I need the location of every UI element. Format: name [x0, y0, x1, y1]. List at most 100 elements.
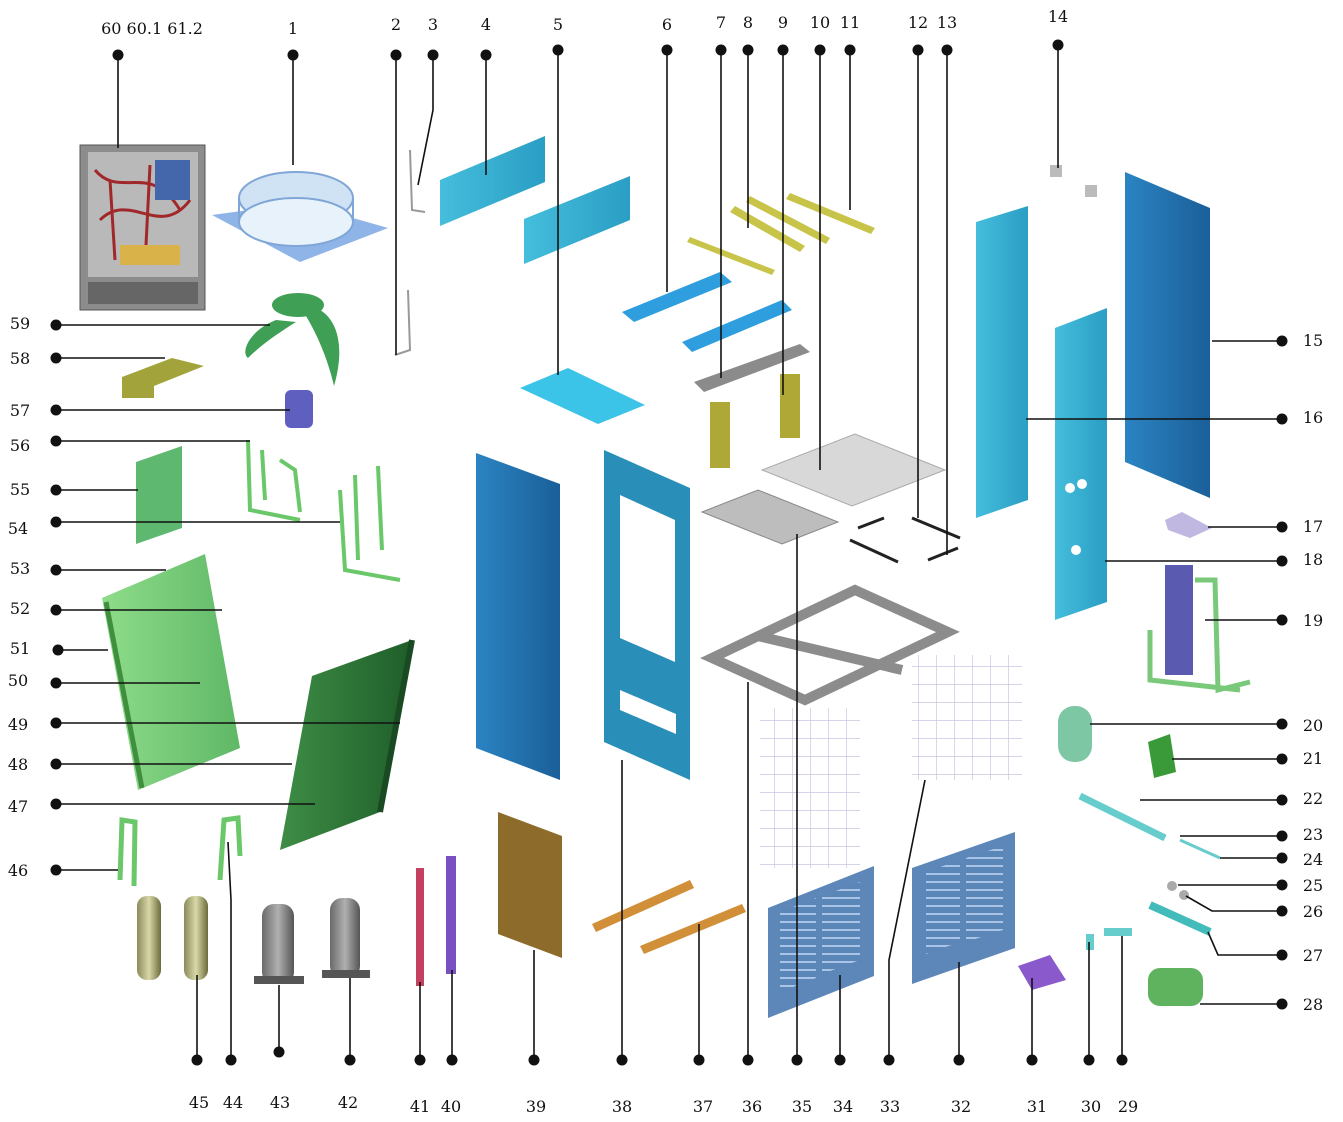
callout-number: 60 60.1 61.2: [101, 19, 203, 38]
callout-41: 41: [410, 982, 430, 1116]
plate-part-35: [700, 489, 840, 545]
leader-dot: [941, 44, 953, 56]
rail-parts-6: [622, 272, 792, 352]
callout-48: 48: [8, 755, 292, 774]
callout-55: 55: [10, 480, 138, 499]
callout-37: 37: [693, 924, 713, 1116]
leader-dot: [912, 44, 924, 56]
leader-dot: [273, 1046, 285, 1058]
leader-dot: [50, 435, 62, 447]
callout-1: 1: [287, 19, 299, 165]
leader-dot: [1276, 753, 1288, 765]
callout-number: 5: [553, 15, 563, 34]
leader-dot: [1276, 794, 1288, 806]
callout-10: 10: [810, 13, 830, 470]
leader-dot: [883, 1054, 895, 1066]
leader-dot: [552, 44, 564, 56]
callout-number: 35: [792, 1097, 812, 1116]
callout-52: 52: [10, 599, 222, 618]
leader-dot: [1276, 852, 1288, 864]
leader-line: [227, 841, 232, 1060]
callout-15: 15: [1212, 331, 1323, 350]
callout-number: 34: [833, 1097, 853, 1116]
fan-shroud-part: [212, 171, 388, 262]
motor-part-57: [285, 390, 313, 428]
callout-31: 31: [1026, 978, 1047, 1116]
grille-panel-part-34: [768, 866, 874, 1018]
leader-dot: [1116, 1054, 1128, 1066]
coil-part-light: [102, 554, 240, 790]
callout-40: 40: [441, 970, 461, 1116]
callout-number: 30: [1081, 1097, 1101, 1116]
callout-number: 17: [1303, 517, 1323, 536]
grille-panel-part-32: [912, 832, 1015, 984]
leader-dot: [1276, 718, 1288, 730]
leader-dot: [1276, 335, 1288, 347]
leader-dot: [791, 1054, 803, 1066]
board-part-39: [498, 812, 562, 958]
pipe-part-27: [1148, 901, 1212, 936]
callout-number: 52: [10, 599, 30, 618]
callout-26: 26: [1185, 895, 1323, 921]
front-panel-part-38: [604, 450, 690, 780]
callout-number: 22: [1303, 789, 1323, 808]
callout-number: 39: [526, 1097, 546, 1116]
callout-36: 36: [742, 682, 762, 1116]
callout-60: 60 60.1 61.2: [101, 19, 203, 148]
callout-number: 50: [8, 671, 28, 690]
callout-number: 38: [612, 1097, 632, 1116]
bracket-part-21: [1148, 734, 1176, 778]
leader-dot: [225, 1054, 237, 1066]
callout-21: 21: [1172, 749, 1323, 768]
leader-line: [888, 779, 926, 1060]
callout-number: 46: [8, 861, 28, 880]
callout-number: 53: [10, 559, 30, 578]
leader-dot: [50, 717, 62, 729]
callout-number: 7: [716, 13, 726, 32]
callout-number: 15: [1303, 331, 1323, 350]
leader-line: [1185, 895, 1282, 912]
bracket-part-17: [1165, 512, 1212, 538]
base-frame-part-36: [700, 584, 960, 706]
leader-dot: [344, 1054, 356, 1066]
callout-number: 10: [810, 13, 830, 32]
callout-number: 21: [1303, 749, 1323, 768]
callout-4: 4: [480, 15, 492, 175]
leader-dot: [287, 49, 299, 61]
leader-dot: [953, 1054, 965, 1066]
callout-number: 19: [1303, 611, 1323, 630]
callout-number: 3: [428, 15, 438, 34]
leader-dot: [50, 564, 62, 576]
leader-dot: [1026, 1054, 1038, 1066]
callout-22: 22: [1140, 789, 1323, 808]
callout-32: 32: [951, 962, 971, 1116]
callout-34: 34: [833, 975, 853, 1116]
callout-29: 29: [1116, 936, 1138, 1116]
receiver-part-28: [1148, 968, 1203, 1006]
pipe-assembly-parts: [246, 439, 401, 582]
leader-dot: [661, 44, 673, 56]
callout-54: 54: [8, 516, 340, 538]
leader-dot: [50, 758, 62, 770]
callout-59: 59: [10, 314, 270, 333]
callout-28: 28: [1200, 995, 1323, 1014]
callout-2: 2: [390, 15, 402, 355]
callout-number: 40: [441, 1097, 461, 1116]
callout-13: 13: [937, 13, 957, 555]
callout-51: 51: [10, 639, 108, 658]
callout-number: 55: [10, 480, 30, 499]
accumulator-parts-44-45: [137, 896, 208, 980]
callout-number: 31: [1027, 1097, 1047, 1116]
callout-number: 9: [778, 13, 788, 32]
callout-6: 6: [661, 15, 673, 292]
leader-dot: [50, 798, 62, 810]
leader-dot: [742, 44, 754, 56]
side-panel-part-15: [1125, 172, 1210, 498]
callout-number: 23: [1303, 825, 1323, 844]
callout-57: 57: [10, 401, 290, 420]
callout-number: 6: [662, 15, 672, 34]
callout-45: 45: [189, 975, 209, 1112]
callout-number: 51: [10, 639, 30, 658]
